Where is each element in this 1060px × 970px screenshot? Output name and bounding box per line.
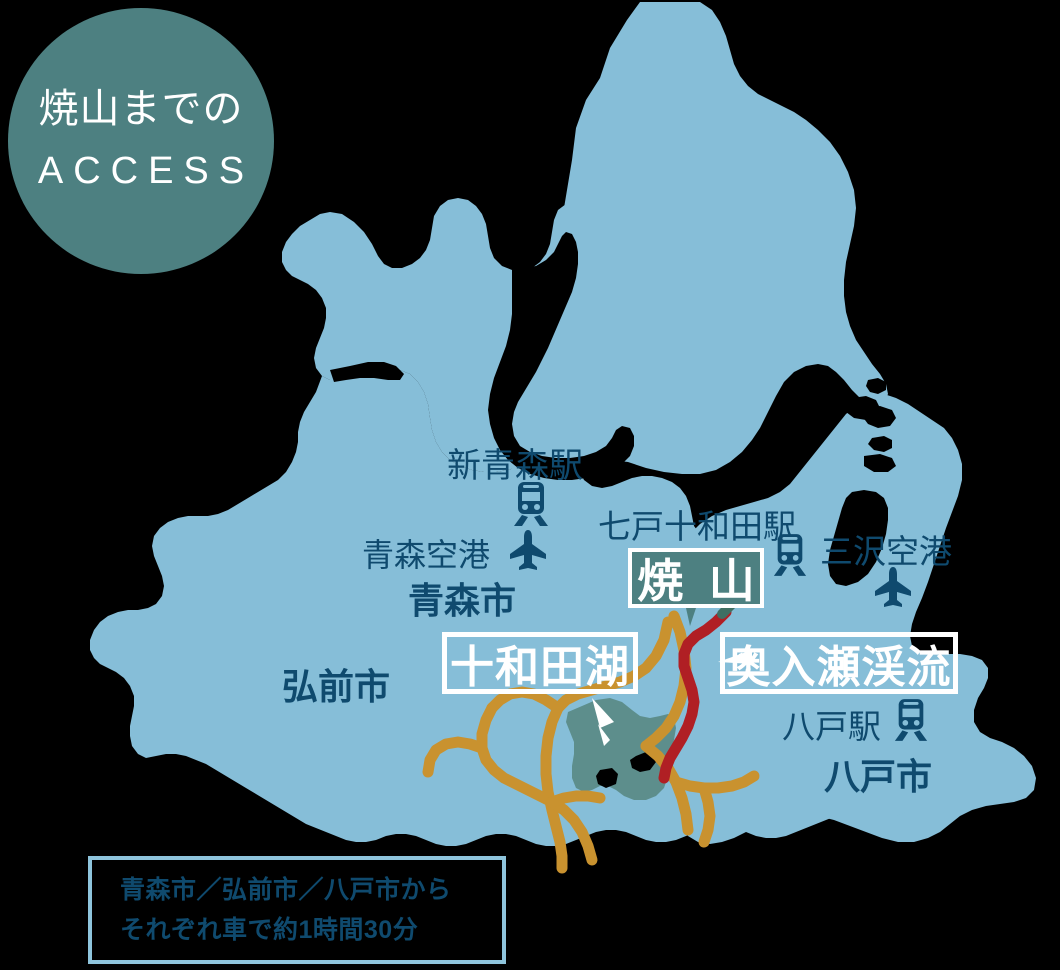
aomori-city-text: 青森市 bbox=[408, 581, 517, 621]
road-network bbox=[422, 610, 760, 874]
tsugaru-peninsula-landmass bbox=[282, 198, 606, 472]
aomori-airport-text: 青森空港 bbox=[362, 537, 491, 573]
map-label-hachinohe-station: 八戸駅 bbox=[782, 700, 881, 748]
mutsu-bay-water bbox=[488, 232, 634, 480]
hachinohe-station-text: 八戸駅 bbox=[782, 710, 881, 746]
note-line-1: 青森市／弘前市／八戸市から bbox=[120, 875, 452, 904]
yakeyama-text: 焼 山 bbox=[637, 556, 762, 607]
access-badge-title-ja: 焼山までの bbox=[38, 85, 244, 131]
shin-aomori-station-text: 新青森駅 bbox=[447, 448, 583, 485]
small-lake-b bbox=[862, 406, 896, 428]
airplane-icon bbox=[508, 529, 548, 571]
map-label-aomori-city: 青森市 bbox=[408, 572, 516, 624]
hirosaki-city-text: 弘前市 bbox=[282, 667, 391, 707]
oirase-route-red bbox=[658, 606, 732, 784]
ogawara-lake bbox=[828, 490, 888, 586]
lake-towada-leader-2 bbox=[598, 724, 610, 746]
shimokita-peninsula-landmass bbox=[510, 2, 888, 504]
map-label-shichinohe-towada-station: 七戸十和田駅 bbox=[598, 500, 796, 548]
small-lake-c bbox=[868, 436, 892, 452]
map-label-hirosaki-city: 弘前市 bbox=[282, 658, 390, 710]
map-label-misawa-airport: 三沢空港 bbox=[820, 525, 952, 573]
oirase-leader bbox=[718, 650, 752, 664]
train-icon bbox=[772, 533, 808, 577]
access-badge: 焼山までの ACCESS bbox=[8, 8, 274, 274]
oirase-gorge-text: 奥入瀬渓流 bbox=[726, 643, 952, 692]
misawa-airport-text: 三沢空港 bbox=[820, 535, 952, 571]
shichinohe-towada-station-text: 七戸十和田駅 bbox=[598, 510, 796, 546]
highlight-lake-towada: 十和田湖 bbox=[442, 632, 638, 694]
lake-towada-inner-notch-1 bbox=[630, 752, 656, 772]
train-icon bbox=[893, 698, 929, 742]
tsugaru-bay-nib bbox=[330, 362, 404, 382]
highlight-yakeyama: 焼 山 bbox=[628, 548, 764, 608]
lake-towada-water bbox=[566, 698, 676, 800]
yakeyama-leader bbox=[686, 608, 696, 626]
map-label-hachinohe-city: 八戸市 bbox=[824, 748, 932, 800]
map-label-aomori-airport: 青森空港 bbox=[362, 530, 490, 576]
aomori-main-landmass bbox=[90, 368, 924, 846]
airplane-icon bbox=[873, 566, 913, 608]
access-badge-title-en: ACCESS bbox=[37, 149, 255, 192]
lake-towada-leader bbox=[592, 698, 614, 728]
train-icon bbox=[512, 481, 550, 527]
highlight-oirase-gorge: 奥入瀬渓流 bbox=[720, 632, 958, 694]
hachinohe-city-text: 八戸市 bbox=[824, 757, 933, 797]
travel-time-note: 青森市／弘前市／八戸市から それぞれ車で約1時間30分 bbox=[88, 856, 506, 964]
note-line-2: それぞれ車で約1時間30分 bbox=[120, 916, 419, 944]
small-lake-e bbox=[866, 378, 886, 394]
map-label-shin-aomori-station: 新青森駅 bbox=[447, 438, 583, 487]
lake-towada-inner-notch-2 bbox=[596, 768, 618, 788]
small-lake-d bbox=[864, 454, 896, 472]
lake-towada-text: 十和田湖 bbox=[450, 643, 630, 692]
